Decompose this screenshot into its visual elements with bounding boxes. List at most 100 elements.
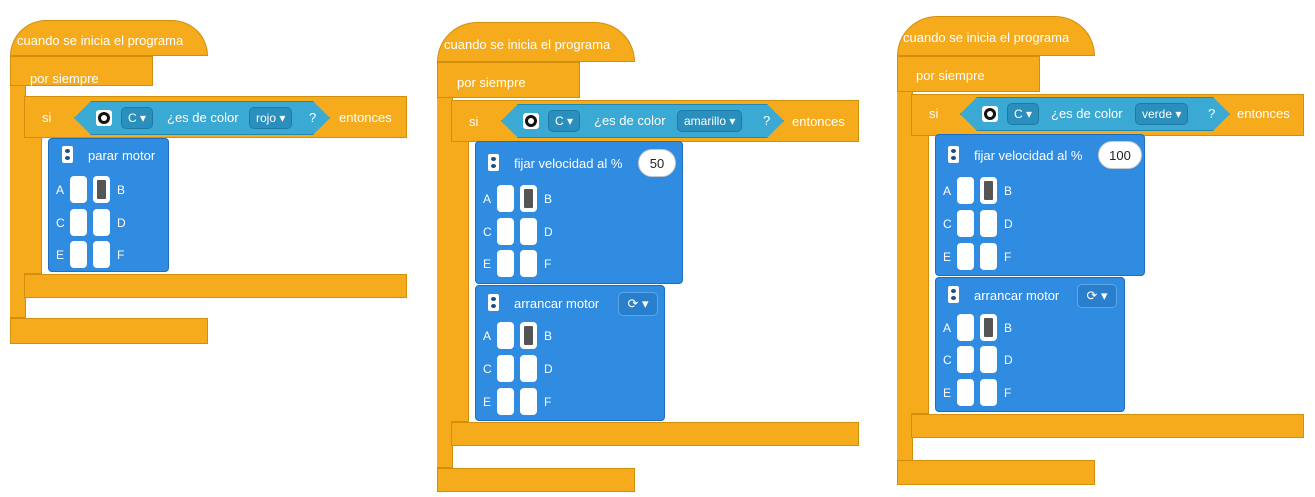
port-d-toggle[interactable] — [980, 346, 997, 373]
chevron-down-icon: ▾ — [1097, 288, 1108, 303]
hat-label: cuando se inicia el programa — [903, 30, 1070, 45]
then-label: entonces — [792, 114, 845, 129]
port-b-toggle[interactable] — [93, 176, 110, 203]
speed-value-input[interactable]: 50 — [638, 149, 676, 177]
port-label-d: D — [1004, 353, 1013, 367]
port-label-a: A — [943, 184, 952, 198]
sensor-port-dropdown[interactable]: C — [1007, 103, 1040, 125]
port-label-f: F — [1004, 250, 1012, 264]
then-label: entonces — [339, 110, 392, 125]
forever-bottom — [437, 468, 635, 492]
rotate-clockwise-icon: ⟳ — [1086, 288, 1098, 303]
chevron-down-icon: ▾ — [638, 296, 649, 311]
color-dropdown[interactable]: amarillo — [677, 110, 743, 132]
port-c-toggle[interactable] — [70, 209, 87, 236]
port-label-d: D — [544, 362, 553, 376]
sensor-port-dropdown[interactable]: C — [121, 107, 154, 129]
color-dropdown[interactable]: rojo — [249, 107, 293, 129]
port-b-toggle[interactable] — [980, 314, 997, 341]
port-label-a: A — [483, 192, 492, 206]
question-mark: ? — [1208, 106, 1216, 121]
port-d-toggle[interactable] — [520, 218, 537, 245]
when-program-starts-block[interactable] — [10, 20, 208, 56]
port-f-toggle[interactable] — [980, 379, 997, 406]
port-b-toggle[interactable] — [520, 185, 537, 212]
if-arm — [24, 138, 42, 274]
port-label-f: F — [117, 248, 125, 262]
color-question-label: ¿es de color — [167, 110, 239, 125]
port-label-e: E — [56, 248, 65, 262]
set-speed-label: fijar velocidad al % — [974, 148, 1083, 163]
port-b-toggle[interactable] — [980, 177, 997, 204]
port-e-toggle[interactable] — [70, 241, 87, 268]
hat-label: cuando se inicia el programa — [444, 37, 611, 52]
port-a-toggle[interactable] — [70, 176, 87, 203]
port-b-toggle[interactable] — [520, 322, 537, 349]
color-question-label: ¿es de color — [594, 113, 666, 128]
if-label: si — [42, 110, 52, 125]
port-label-d: D — [544, 225, 553, 239]
motor-icon — [948, 146, 959, 163]
port-label-a: A — [56, 183, 65, 197]
port-d-toggle[interactable] — [520, 355, 537, 382]
port-label-d: D — [117, 216, 126, 230]
port-a-toggle[interactable] — [957, 314, 974, 341]
speed-value-input[interactable]: 100 — [1098, 141, 1142, 169]
port-e-toggle[interactable] — [957, 243, 974, 270]
set-speed-label: fijar velocidad al % — [514, 156, 623, 171]
port-d-toggle[interactable] — [93, 209, 110, 236]
port-label-e: E — [483, 395, 492, 409]
forever-block[interactable] — [10, 56, 153, 86]
port-label-c: C — [56, 216, 65, 230]
if-bottom — [911, 414, 1304, 438]
port-f-toggle[interactable] — [520, 388, 537, 415]
if-arm — [451, 142, 469, 422]
loop-label: por siempre — [30, 71, 99, 86]
port-a-toggle[interactable] — [497, 322, 514, 349]
port-f-toggle[interactable] — [520, 250, 537, 277]
sensor-port-dropdown[interactable]: C — [548, 110, 581, 132]
forever-bottom — [897, 460, 1095, 485]
rotate-clockwise-icon: ⟳ — [627, 296, 639, 311]
question-mark: ? — [309, 110, 317, 125]
if-bottom — [24, 274, 407, 298]
question-mark: ? — [763, 113, 771, 128]
loop-label: por siempre — [457, 75, 526, 90]
port-c-toggle[interactable] — [497, 218, 514, 245]
direction-dropdown[interactable]: ⟳ ▾ — [1077, 284, 1117, 308]
forever-block[interactable] — [437, 62, 580, 98]
port-label-b: B — [544, 192, 553, 206]
then-label: entonces — [1237, 106, 1290, 121]
port-e-toggle[interactable] — [497, 250, 514, 277]
motor-icon — [488, 294, 499, 311]
when-program-starts-block[interactable] — [897, 16, 1095, 56]
loop-label: por siempre — [916, 68, 985, 83]
stop-motor-label: parar motor — [88, 148, 156, 163]
start-motor-label: arrancar motor — [974, 288, 1060, 303]
port-e-toggle[interactable] — [957, 379, 974, 406]
port-label-b: B — [1004, 184, 1013, 198]
port-f-toggle[interactable] — [980, 243, 997, 270]
port-c-toggle[interactable] — [957, 210, 974, 237]
color-dropdown[interactable]: verde — [1135, 103, 1189, 125]
port-e-toggle[interactable] — [497, 388, 514, 415]
port-label-f: F — [1004, 386, 1012, 400]
port-label-e: E — [943, 250, 952, 264]
port-label-e: E — [483, 257, 492, 271]
motor-icon — [948, 286, 959, 303]
port-d-toggle[interactable] — [980, 210, 997, 237]
port-a-toggle[interactable] — [497, 185, 514, 212]
motor-icon — [62, 146, 73, 163]
direction-dropdown[interactable]: ⟳ ▾ — [618, 292, 658, 316]
port-f-toggle[interactable] — [93, 241, 110, 268]
color-sensor-icon — [96, 110, 112, 126]
forever-block[interactable] — [897, 56, 1040, 92]
if-label: si — [469, 114, 479, 129]
port-a-toggle[interactable] — [957, 177, 974, 204]
port-label-a: A — [483, 329, 492, 343]
when-program-starts-block[interactable] — [437, 22, 635, 62]
port-c-toggle[interactable] — [957, 346, 974, 373]
port-label-d: D — [1004, 217, 1013, 231]
port-label-e: E — [943, 386, 952, 400]
port-c-toggle[interactable] — [497, 355, 514, 382]
